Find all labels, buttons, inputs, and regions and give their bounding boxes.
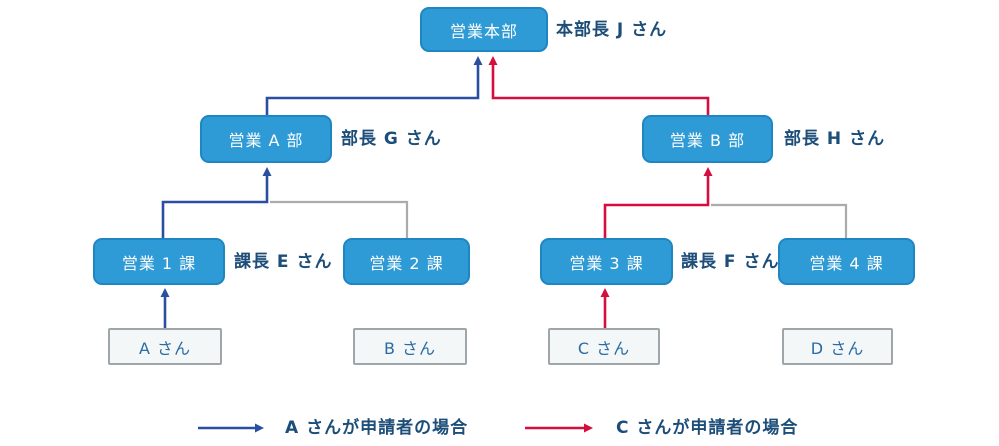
label-dept-b-manager: 部長 H さん — [784, 129, 886, 149]
node-sales-sec-1: 営業 1 課 — [93, 238, 225, 285]
node-person-b: B さん — [353, 328, 467, 365]
line-sec2-to-dept-a — [270, 200, 409, 238]
flow-c-dept-b-to-hq — [488, 56, 710, 115]
flow-a-sec1-to-dept-a — [161, 167, 272, 238]
legend-flow-a-label: A さんが申請者の場合 — [285, 418, 469, 438]
node-sales-headquarters: 営業本部 — [420, 7, 548, 52]
node-sales-dept-b: 営業 B 部 — [642, 115, 773, 163]
node-sales-sec-4: 営業 4 課 — [778, 238, 915, 285]
node-person-c: C さん — [548, 328, 660, 365]
line-sec4-to-dept-b — [711, 203, 848, 238]
node-sales-sec-2: 営業 2 課 — [343, 238, 470, 285]
label-dept-a-manager: 部長 G さん — [341, 129, 442, 149]
node-sales-sec-3: 営業 3 課 — [540, 238, 673, 285]
label-hq-manager: 本部長 J さん — [556, 20, 668, 40]
node-person-d: D さん — [782, 328, 893, 365]
node-person-a: A さん — [108, 328, 222, 365]
label-sec-1-manager: 課長 E さん — [234, 252, 333, 272]
node-sales-dept-a: 営業 A 部 — [200, 115, 332, 163]
legend-flow-c-label: C さんが申請者の場合 — [616, 418, 799, 438]
flow-a-dept-a-to-hq — [265, 56, 483, 115]
flow-c-sec3-to-dept-b — [603, 167, 713, 238]
label-sec-3-manager: 課長 F さん — [681, 252, 780, 272]
